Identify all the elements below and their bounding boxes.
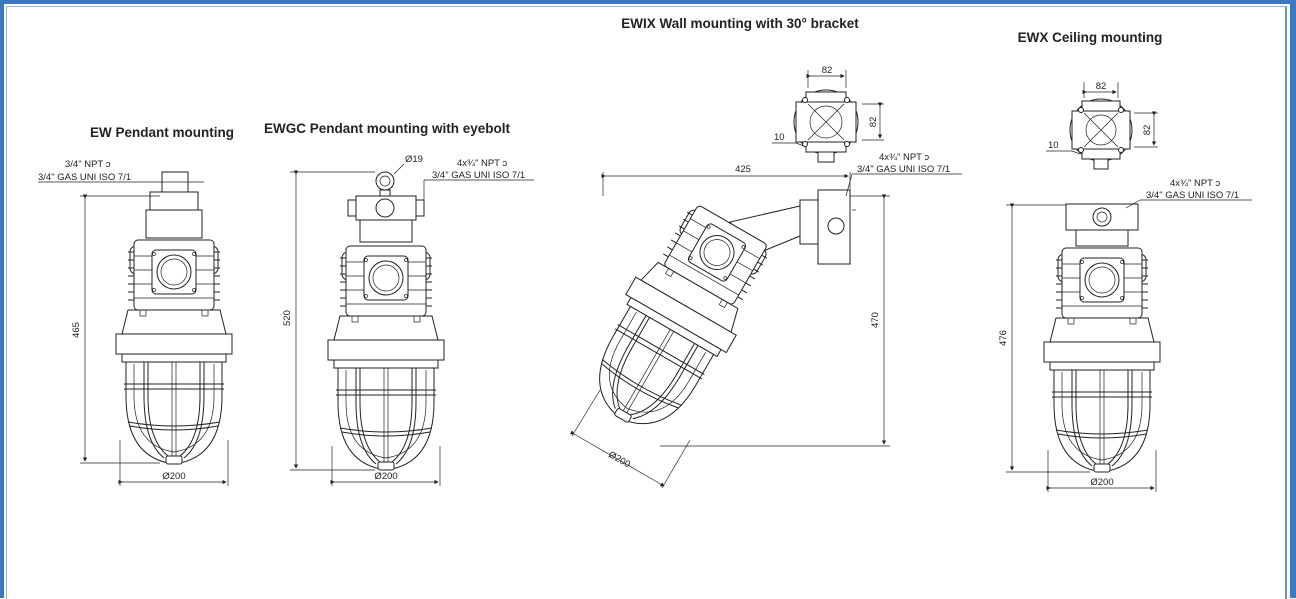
ew-lamp-body — [115, 239, 233, 465]
ewix-wall-diagram: EWIX Wall mounting with 30° bracket 82 8… — [569, 16, 962, 489]
ewix-hole-label: 10 — [774, 132, 785, 143]
ewix-dia-ext-right — [661, 439, 691, 489]
ew-hub — [149, 191, 199, 211]
ew-title: EW Pendant mounting — [90, 125, 234, 140]
ewx-bracket-height: 82 — [1142, 125, 1153, 136]
ewx-lamp-body — [1043, 247, 1161, 473]
ew-thread-gas: 3/4" GAS UNI ISO 7/1 — [38, 172, 131, 183]
ewx-thread-gas: 3/4" GAS UNI ISO 7/1 — [1146, 190, 1239, 201]
ewgc-side-entry-left — [347, 199, 357, 217]
ewgc-pendant-diagram: EWGC Pendant mounting with eyebolt Ø19 4… — [264, 121, 534, 486]
ewix-title: EWIX Wall mounting with 30° bracket — [621, 16, 859, 31]
ewix-dia-ext-left — [571, 389, 601, 437]
ewgc-eyebolt-leader — [393, 163, 405, 175]
ewix-bracket-height: 82 — [868, 117, 879, 128]
ew-neck — [145, 209, 203, 239]
ew-height-label: 465 — [71, 322, 82, 338]
ewix-wall-box — [799, 189, 856, 265]
document-area — [6, 6, 1287, 599]
ew-pendant-diagram: EW Pendant mounting 3/4" NPT ɔ 3/4" GAS … — [38, 125, 234, 486]
ewix-diameter-label: Ø200 — [606, 449, 632, 470]
ewx-hole-leader-tip — [1071, 150, 1081, 155]
ewix-reach-label: 425 — [735, 164, 751, 175]
ewx-ceiling-diagram: EWX Ceiling mounting 82 82 10 — [998, 30, 1252, 492]
ewgc-title: EWGC Pendant mounting with eyebolt — [264, 121, 510, 136]
ewx-hole-label: 10 — [1048, 140, 1059, 151]
ewix-height-label: 470 — [870, 312, 881, 328]
ew-thread-npt: 3/4" NPT ɔ — [65, 159, 111, 170]
ewix-thread-npt: 4x¾" NPT ɔ — [879, 152, 929, 163]
ewix-thread-gas: 3/4" GAS UNI ISO 7/1 — [857, 164, 950, 175]
ewx-bracket-top-view — [1069, 98, 1133, 170]
ewix-dia-line — [569, 430, 665, 487]
ewgc-thread-npt: 4x¾" NPT ɔ — [457, 158, 507, 169]
ewgc-eyebolt-hole — [379, 175, 391, 187]
ewx-height-label: 476 — [998, 330, 1009, 346]
ewgc-eyebolt-label: Ø19 — [405, 154, 423, 165]
ewix-bracket-width: 82 — [822, 65, 833, 76]
ewix-hole-leader-tip — [795, 142, 805, 147]
ewx-box-plug-inner — [1096, 211, 1108, 223]
ew-diameter-label: Ø200 — [162, 471, 185, 482]
ewgc-diameter-label: Ø200 — [374, 471, 397, 482]
ewx-thread-leader-drop — [1125, 199, 1141, 209]
ewgc-eyebolt — [375, 171, 395, 191]
ewgc-side-entry — [415, 199, 425, 217]
ewgc-eyebolt-stem — [379, 189, 391, 197]
ewix-thread-leader-drop — [845, 173, 853, 197]
ewx-title: EWX Ceiling mounting — [1018, 30, 1163, 45]
ewx-neck — [1075, 229, 1129, 247]
ewx-diameter-label: Ø200 — [1090, 477, 1113, 488]
ewx-bracket-width: 82 — [1096, 81, 1107, 92]
ewgc-lamp-body — [327, 245, 445, 471]
ewx-thread-npt: 4x¾" NPT ɔ — [1170, 178, 1220, 189]
ewgc-height-label: 520 — [282, 310, 293, 326]
ewx-box-plug — [1092, 207, 1112, 227]
ewgc-thread-gas: 3/4" GAS UNI ISO 7/1 — [432, 170, 525, 181]
ewgc-neck — [359, 219, 413, 243]
ewix-bracket-top-view — [793, 89, 859, 163]
ewgc-box-plug — [375, 198, 395, 218]
